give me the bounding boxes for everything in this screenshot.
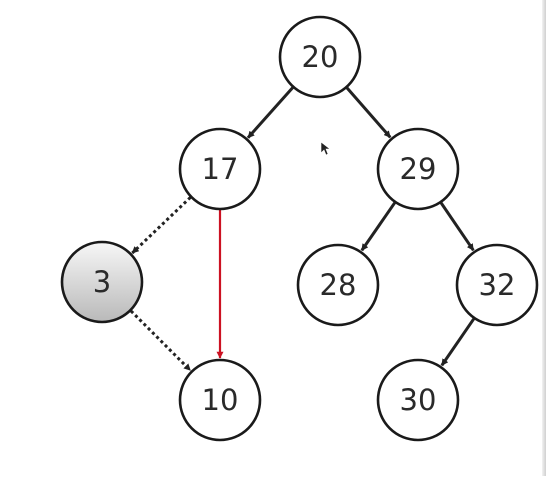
tree-node-10: 10 (178, 358, 262, 442)
edge-29-to-32 (439, 202, 475, 252)
edge-20-to-29 (345, 86, 392, 139)
node-label: 20 (302, 40, 339, 74)
tree-node-28: 28 (296, 243, 380, 327)
node-label: 32 (479, 268, 516, 302)
edge-20-to-17 (246, 86, 294, 139)
node-label: 10 (202, 383, 239, 417)
tree-node-30: 30 (376, 358, 460, 442)
node-label: 17 (202, 152, 239, 186)
edges-layer (129, 86, 476, 372)
window-edge (542, 0, 546, 476)
node-label: 29 (400, 152, 437, 186)
tree-node-20: 20 (278, 15, 362, 99)
tree-node-17: 17 (178, 127, 262, 211)
node-circle (455, 243, 539, 327)
nodes-layer: 20 17 29 3 28 32 10 30 (60, 15, 539, 442)
node-circle (278, 15, 362, 99)
node-label: 28 (320, 268, 357, 302)
node-label: 3 (93, 265, 111, 299)
tree-node-32: 32 (455, 243, 539, 327)
node-circle (178, 358, 262, 442)
node-circle (376, 127, 460, 211)
mouse-pointer-icon (320, 141, 331, 156)
node-circle (178, 127, 262, 211)
edge-3-to-10 (129, 309, 192, 372)
edge-17-to-3 (131, 196, 192, 255)
tree-node-29: 29 (376, 127, 460, 211)
node-circle (376, 358, 460, 442)
node-label: 30 (400, 383, 437, 417)
edge-29-to-28 (360, 201, 396, 252)
node-circle (296, 243, 380, 327)
edge-32-to-30 (440, 317, 476, 367)
node-circle (60, 240, 144, 324)
tree-node-3: 3 (60, 240, 144, 324)
